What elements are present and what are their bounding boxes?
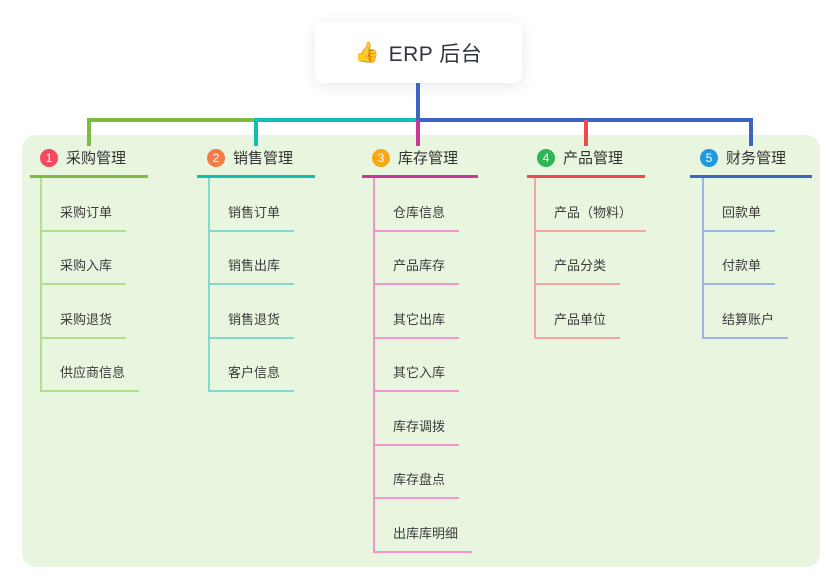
child-node[interactable]: 仓库信息 bbox=[375, 178, 472, 232]
child-label: 仓库信息 bbox=[375, 202, 460, 232]
mindmap-panel bbox=[22, 135, 820, 567]
child-label: 产品库存 bbox=[375, 255, 460, 285]
branch-number-badge: 1 bbox=[40, 148, 58, 167]
child-node[interactable]: 供应商信息 bbox=[42, 339, 140, 392]
child-node[interactable]: 销售订单 bbox=[210, 178, 295, 232]
connector-drop-5 bbox=[749, 120, 753, 146]
child-node[interactable]: 采购入库 bbox=[42, 232, 139, 285]
child-label: 出库库明细 bbox=[375, 523, 473, 553]
child-label: 产品（物料） bbox=[536, 202, 647, 232]
child-node[interactable]: 采购订单 bbox=[42, 178, 139, 232]
child-label: 付款单 bbox=[704, 255, 776, 285]
child-node[interactable]: 客户信息 bbox=[210, 339, 295, 392]
branch-node-5[interactable]: 5 财务管理 bbox=[690, 146, 812, 178]
branch-node-4[interactable]: 4 产品管理 bbox=[527, 146, 645, 178]
child-node[interactable]: 销售退货 bbox=[210, 285, 295, 339]
child-node[interactable]: 产品分类 bbox=[536, 232, 646, 285]
child-label: 库存调拨 bbox=[375, 416, 460, 446]
branch-label: 采购管理 bbox=[66, 150, 127, 167]
child-node[interactable]: 结算账户 bbox=[704, 285, 789, 339]
connector-root-drop bbox=[416, 83, 420, 120]
branch-children-3: 仓库信息产品库存其它出库其它入库库存调拨库存盘点出库库明细 bbox=[373, 178, 473, 553]
child-label: 回款单 bbox=[704, 202, 776, 232]
child-label: 采购入库 bbox=[42, 255, 127, 285]
branch-number-badge: 4 bbox=[537, 148, 555, 167]
branch-label: 销售管理 bbox=[233, 150, 294, 167]
child-node[interactable]: 产品库存 bbox=[375, 232, 472, 285]
branch-label: 库存管理 bbox=[398, 150, 459, 167]
child-label: 结算账户 bbox=[704, 309, 789, 339]
connector-bus-segment-1 bbox=[87, 118, 254, 122]
child-label: 供应商信息 bbox=[42, 362, 140, 392]
connector-bus-segment-2 bbox=[254, 118, 416, 122]
child-label: 销售出库 bbox=[210, 255, 295, 285]
connector-drop-3 bbox=[416, 120, 420, 146]
child-label: 销售订单 bbox=[210, 202, 295, 232]
root-node[interactable]: 👍 ERP 后台 bbox=[315, 22, 522, 83]
child-node[interactable]: 产品单位 bbox=[536, 285, 646, 339]
child-label: 销售退货 bbox=[210, 309, 295, 339]
branch-label: 财务管理 bbox=[726, 150, 787, 167]
child-label: 采购订单 bbox=[42, 202, 127, 232]
connector-drop-2 bbox=[254, 120, 258, 146]
branch-children-1: 采购订单采购入库采购退货供应商信息 bbox=[40, 178, 140, 392]
branch-node-3[interactable]: 3 库存管理 bbox=[362, 146, 478, 178]
child-node[interactable]: 销售出库 bbox=[210, 232, 295, 285]
branch-children-5: 回款单付款单结算账户 bbox=[702, 178, 789, 339]
branch-label: 产品管理 bbox=[563, 150, 624, 167]
root-title: ERP 后台 bbox=[388, 42, 483, 66]
child-label: 产品单位 bbox=[536, 309, 621, 339]
connector-drop-4 bbox=[584, 120, 588, 146]
branch-number-badge: 5 bbox=[700, 148, 718, 167]
child-label: 采购退货 bbox=[42, 309, 127, 339]
branch-node-2[interactable]: 2 销售管理 bbox=[197, 146, 315, 178]
child-node[interactable]: 回款单 bbox=[704, 178, 788, 232]
child-node[interactable]: 其它出库 bbox=[375, 285, 472, 339]
child-node[interactable]: 库存调拨 bbox=[375, 392, 472, 446]
branch-node-1[interactable]: 1 采购管理 bbox=[30, 146, 148, 178]
child-node[interactable]: 出库库明细 bbox=[375, 499, 473, 553]
thumbs-up-icon: 👍 bbox=[354, 41, 380, 64]
child-label: 库存盘点 bbox=[375, 469, 460, 499]
branch-children-2: 销售订单销售出库销售退货客户信息 bbox=[208, 178, 295, 392]
branch-number-badge: 2 bbox=[207, 148, 225, 167]
child-label: 客户信息 bbox=[210, 362, 295, 392]
child-node[interactable]: 采购退货 bbox=[42, 285, 139, 339]
child-label: 其它出库 bbox=[375, 309, 460, 339]
child-node[interactable]: 库存盘点 bbox=[375, 446, 472, 499]
connector-drop-1 bbox=[87, 120, 91, 146]
child-label: 产品分类 bbox=[536, 255, 621, 285]
child-node[interactable]: 其它入库 bbox=[375, 339, 472, 392]
branch-children-4: 产品（物料） 产品分类产品单位 bbox=[534, 178, 647, 339]
child-label: 其它入库 bbox=[375, 362, 460, 392]
child-node[interactable]: 付款单 bbox=[704, 232, 788, 285]
child-node[interactable]: 产品（物料） bbox=[536, 178, 647, 232]
branch-number-badge: 3 bbox=[372, 148, 390, 167]
